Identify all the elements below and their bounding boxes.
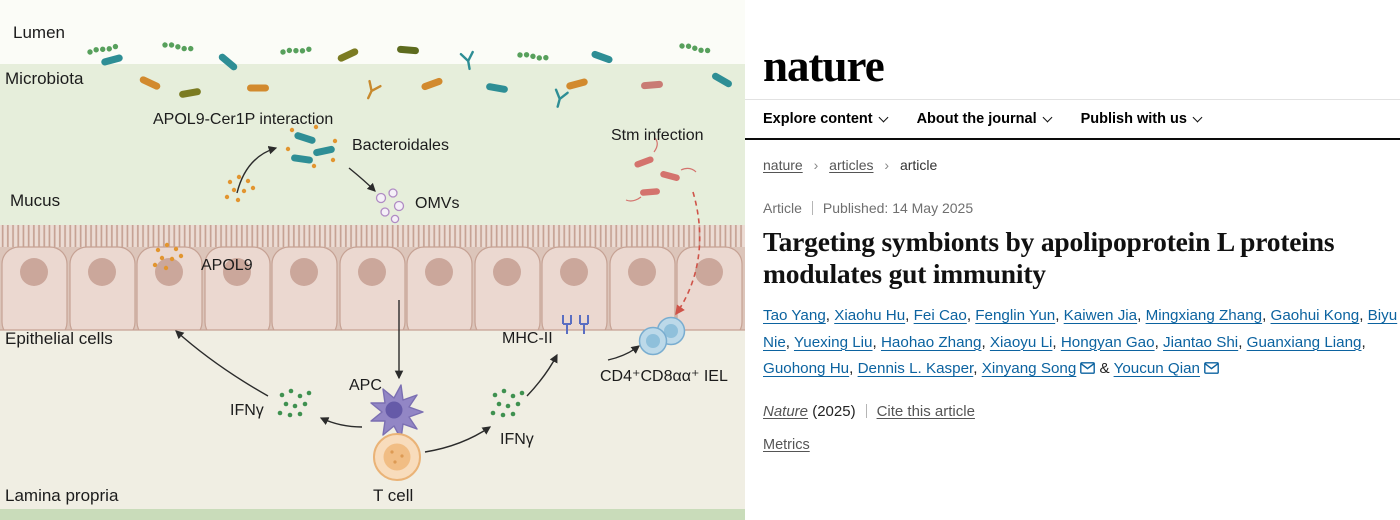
label-mucus: Mucus [10,191,60,210]
t-cell [373,433,421,481]
author-link[interactable]: Fei Cao [913,307,967,325]
chevron-down-icon [1192,112,1203,123]
author-link[interactable]: Xiaoyu Li [989,333,1053,351]
author-link[interactable]: Youcun Qian [1113,359,1201,377]
author-link[interactable]: Guanxiang Liang [1246,333,1362,351]
nav-about-the-journal[interactable]: About the journal [916,111,1053,127]
author-list: Tao Yang, Xiaohu Hu, Fei Cao, Fenglin Yu… [763,307,1398,377]
label-apc: APC [349,377,382,394]
article-meta: Article Published: 14 May 2025 [745,200,1400,216]
label-lamina-propria: Lamina propria [5,486,119,505]
published-label: Published: [822,200,889,216]
label-ifng-right: IFNγ [500,431,534,448]
author-link[interactable]: Yuexing Liu [793,333,873,351]
author-link[interactable]: Kaiwen Jia [1063,307,1138,325]
mhc2-molecules [562,315,589,334]
nav-label: About the journal [916,111,1037,127]
cite-this-article-link[interactable]: Cite this article [876,403,975,421]
email-icon[interactable] [1080,362,1096,374]
nav-label: Explore content [763,111,873,127]
site-nav: Explore content About the journal Publis… [745,100,1400,138]
chevron-down-icon [878,112,889,123]
label-mhc2: MHC-II [502,330,553,347]
author-link[interactable]: Fenglin Yun [975,307,1056,325]
gut-immunity-figure: Lumen Microbiota APOL9-Cer1P interaction… [0,23,745,520]
nav-explore-content[interactable]: Explore content [763,111,889,127]
published-date: 14 May 2025 [892,200,974,216]
metrics-row: Metrics [745,437,1400,453]
author-link[interactable]: Jiantao Shi [1163,333,1239,351]
author-link[interactable]: Dennis L. Kasper [857,359,974,377]
author-link[interactable]: Tao Yang [763,307,826,325]
journal-year: (2025) [812,403,856,421]
author-link[interactable]: Xinyang Song [981,359,1077,377]
label-lumen: Lumen [13,23,65,42]
label-ifng-left: IFNγ [230,402,264,419]
metrics-link[interactable]: Metrics [763,437,810,454]
author-link[interactable]: Haohao Zhang [880,333,982,351]
label-iel: CD4⁺CD8αα⁺ IEL [600,368,728,385]
breadcrumb-separator-icon: › [884,157,890,173]
breadcrumb-separator-icon: › [813,157,819,173]
pathway-arrows [175,146,640,453]
label-bacteroidales: Bacteroidales [352,137,449,154]
article-type: Article [763,200,802,216]
chevron-down-icon [1042,112,1053,123]
email-icon[interactable] [1204,362,1219,374]
journal-line: Nature (2025) Cite this article [745,403,1400,420]
epithelial-cell-row [1,246,743,340]
header-divider [745,99,1400,100]
label-omvs: OMVs [415,195,459,212]
author-link[interactable]: Xiaohu Hu [834,307,906,325]
breadcrumb-link-nature[interactable]: nature [763,157,803,173]
figure-labels: Lumen Microbiota APOL9-Cer1P interaction… [5,23,728,505]
iel-cells [638,316,686,356]
label-microbiota: Microbiota [5,69,84,88]
journal-link[interactable]: Nature [763,403,809,421]
site-header: nature [745,0,1400,99]
author-link[interactable]: Hongyan Gao [1060,333,1155,351]
author-link[interactable]: Mingxiang Zhang [1145,307,1263,325]
page-title: Targeting symbionts by apolipoprotein L … [763,226,1335,290]
article-panel: nature Explore content About the journal… [745,0,1400,520]
label-stm-infection: Stm infection [611,127,703,144]
nav-divider [745,138,1400,140]
label-apol9-cer1p: APOL9-Cer1P interaction [153,111,333,128]
lamina-propria-region [0,330,745,520]
author-link[interactable]: Guohong Hu [763,359,850,377]
nav-publish-with-us[interactable]: Publish with us [1080,111,1203,127]
label-t-cell: T cell [373,486,413,505]
apc-cell [370,384,424,440]
breadcrumb-current: article [899,157,938,173]
omv-vesicles [375,188,405,224]
figure-canvas: Lumen Microbiota APOL9-Cer1P interaction… [0,23,745,520]
bacteroidales-cluster [285,124,338,169]
divider [865,404,867,419]
label-apol9: APOL9 [201,257,253,274]
stm-bacteria-cluster [625,137,697,202]
breadcrumb: nature › articles › article [745,140,1400,173]
breadcrumb-link-articles[interactable]: articles [829,157,874,173]
nature-logo[interactable]: nature [763,41,885,91]
label-epithelial-cells: Epithelial cells [5,329,113,348]
author-link[interactable]: Gaohui Kong [1270,307,1360,325]
nav-label: Publish with us [1080,111,1187,127]
author-link[interactable]: Biyu Nie [763,307,1398,351]
divider [811,201,813,215]
